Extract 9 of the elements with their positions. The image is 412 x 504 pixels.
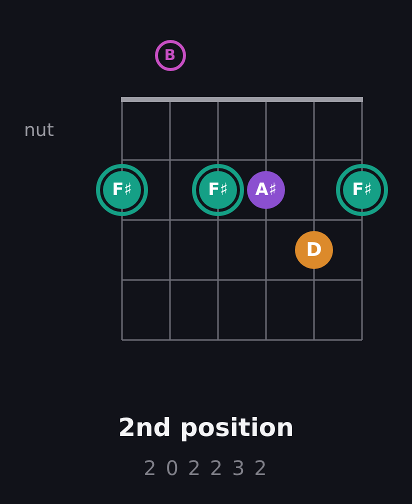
note-dot: D	[295, 231, 333, 269]
note-dot: A♯	[247, 171, 285, 209]
chord-title: 2nd position	[118, 412, 294, 444]
root-note-dot: F♯	[336, 164, 388, 216]
root-note-dot: F♯	[192, 164, 244, 216]
nut-label: nut	[24, 120, 54, 141]
open-string-marker: B	[154, 40, 186, 70]
fingering-caption: 2 0 2 2 3 2	[144, 455, 268, 481]
root-note-dot: F♯	[96, 164, 148, 216]
